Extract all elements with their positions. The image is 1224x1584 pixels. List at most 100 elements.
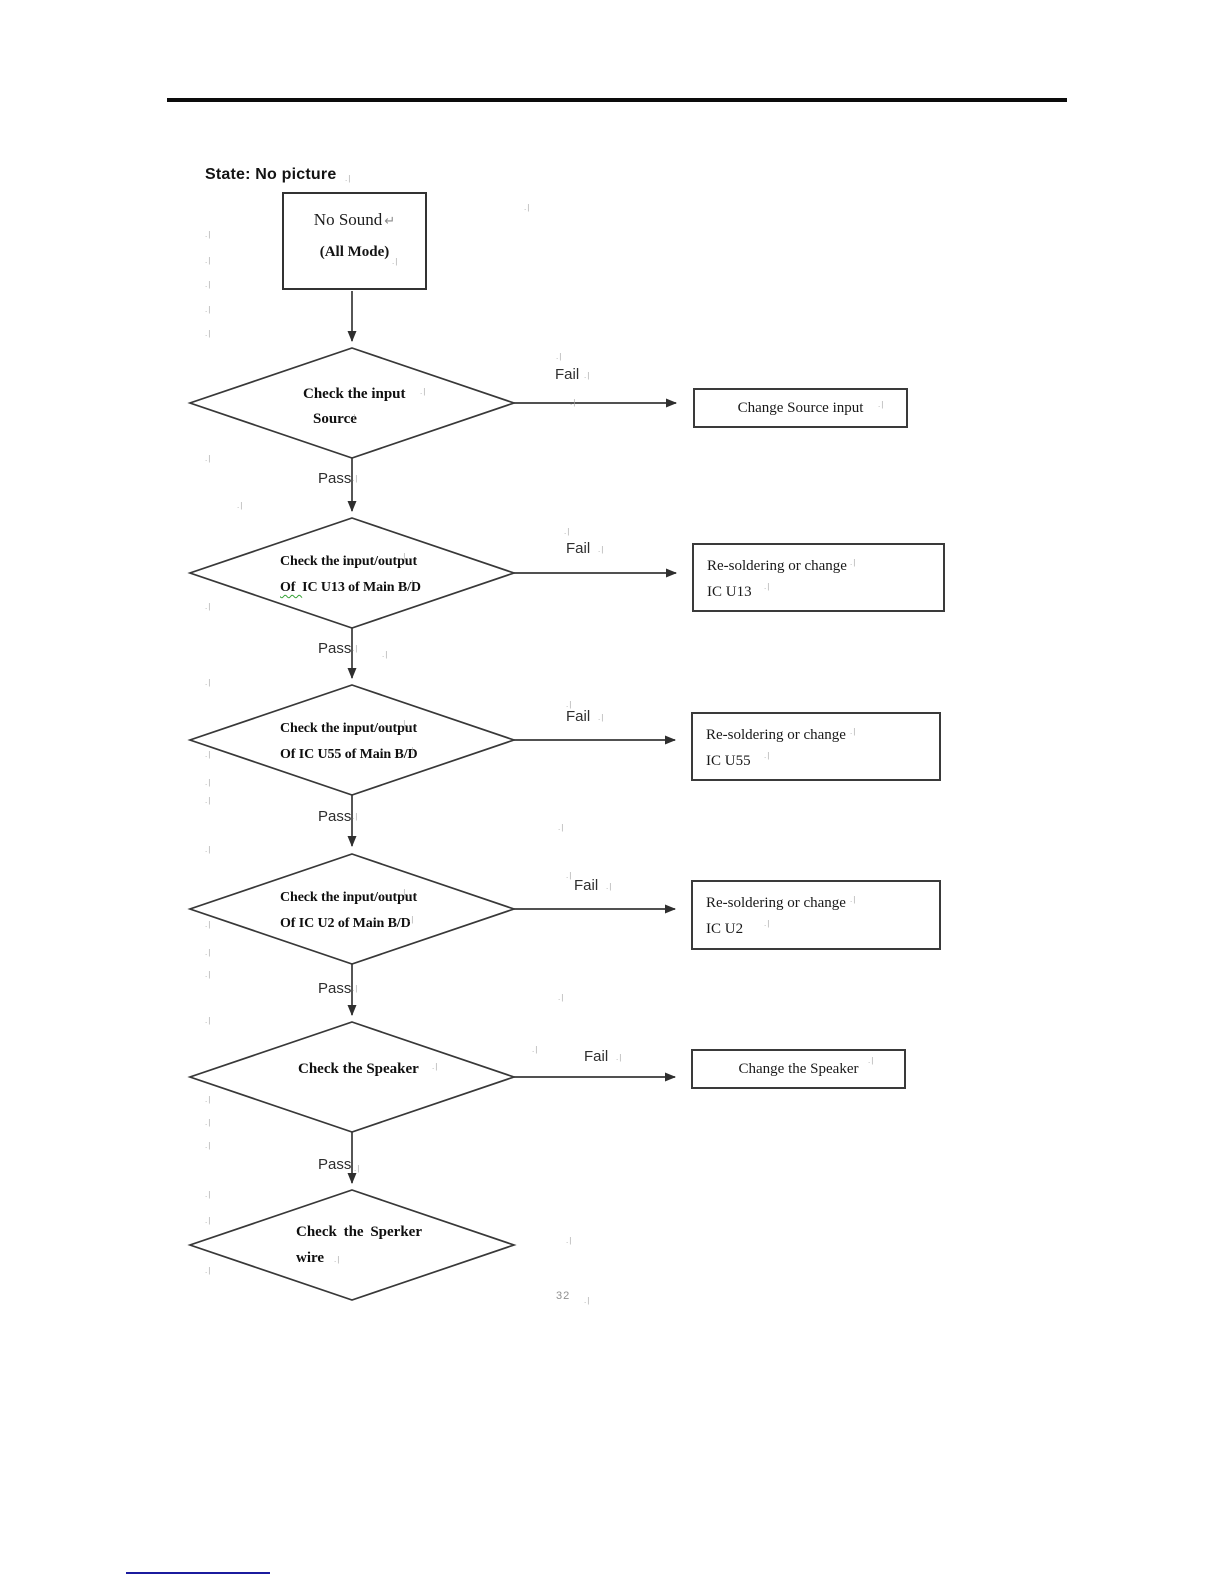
formatting-mark: .|: [764, 582, 771, 591]
formatting-mark: .|: [556, 352, 563, 361]
formatting-mark: .|: [570, 398, 577, 407]
line-break-mark: ↵: [384, 213, 396, 228]
formatting-mark: .|: [566, 1236, 573, 1245]
pass-label-3: Pass: [318, 808, 352, 825]
formatting-mark: .|: [584, 371, 591, 380]
fail-label-2: Fail: [566, 540, 591, 557]
decision-diamond-4: [187, 853, 517, 965]
formatting-mark: .|: [352, 644, 359, 653]
start-node-text: No Sound: [313, 210, 383, 229]
formatting-mark: .|: [400, 719, 407, 728]
formatting-mark: .|: [850, 727, 857, 736]
diamond-2-line2: Of IC U13 of Main B/D: [280, 575, 421, 601]
formatting-mark: .|: [382, 650, 389, 659]
start-node-line1: No Sound↵: [284, 210, 425, 230]
formatting-mark: .|: [524, 203, 531, 212]
action-4-line2: IC U2: [706, 921, 744, 937]
decision-diamond-2: [187, 517, 517, 629]
formatting-mark: .|: [616, 1053, 623, 1062]
formatting-mark: .|: [237, 501, 244, 510]
diamond-label-3: Check the input/output Of IC U55 of Main…: [280, 716, 418, 768]
formatting-mark: .|: [205, 750, 212, 759]
diamond-6-line2: wire: [296, 1250, 325, 1266]
formatting-mark: .|: [764, 919, 771, 928]
formatting-mark: .|: [408, 746, 415, 755]
formatting-mark: .|: [205, 778, 212, 787]
diamond-label-2: Check the input/output Of IC U13 of Main…: [280, 549, 421, 601]
formatting-mark: .|: [432, 1062, 439, 1071]
formatting-mark: .|: [205, 1190, 212, 1199]
formatting-mark: .|: [205, 1118, 212, 1127]
formatting-mark: .|: [350, 413, 357, 422]
header-rule: [167, 98, 1067, 102]
action-box-2: Re-soldering or change IC U13: [692, 543, 945, 612]
pass-label-2: Pass: [318, 640, 352, 657]
formatting-mark: .|: [205, 256, 212, 265]
formatting-mark: .|: [408, 579, 415, 588]
action-box-5: Change the Speaker: [691, 1049, 906, 1089]
fail-label-3: Fail: [566, 708, 591, 725]
action-2-line2: IC U13: [707, 584, 752, 600]
formatting-mark: .|: [205, 230, 212, 239]
formatting-mark: .|: [606, 882, 613, 891]
formatting-mark: .|: [352, 812, 359, 821]
action-2-line1: Re-soldering or change: [707, 558, 847, 574]
formatting-mark: .|: [354, 1164, 361, 1173]
decision-diamond-3: [187, 684, 517, 796]
formatting-mark: .|: [205, 329, 212, 338]
formatting-mark: .|: [205, 678, 212, 687]
start-node-line2: (All Mode): [319, 244, 390, 260]
formatting-mark: .|: [764, 751, 771, 760]
pass-label-5: Pass: [318, 1156, 352, 1173]
action-1-text: Change Source input: [737, 399, 864, 416]
footer-rule: [126, 1572, 270, 1574]
formatting-mark: .|: [566, 871, 573, 880]
formatting-mark: .|: [558, 823, 565, 832]
diamond-3-line2: Of IC U55 of Main B/D: [280, 747, 418, 762]
formatting-mark: .|: [392, 257, 399, 266]
formatting-mark: .|: [850, 895, 857, 904]
diamond-1-line1: Check the input: [303, 386, 406, 402]
formatting-mark: .|: [205, 1216, 212, 1225]
diamond-6-line1: Check the Sperker: [296, 1224, 422, 1240]
formatting-mark: .|: [532, 1045, 539, 1054]
start-node: No Sound↵ (All Mode): [282, 192, 427, 290]
pass-label-4: Pass: [318, 980, 352, 997]
page-number: 32: [556, 1290, 571, 1302]
action-4-line1: Re-soldering or change: [706, 895, 846, 911]
formatting-mark: .|: [598, 713, 605, 722]
action-box-1: Change Source input: [693, 388, 908, 428]
formatting-mark: .|: [564, 527, 571, 536]
formatting-mark: .|: [205, 970, 212, 979]
diamond-4-line2: Of IC U2 of Main B/D: [280, 916, 411, 931]
action-box-4: Re-soldering or change IC U2: [691, 880, 941, 950]
action-box-3: Re-soldering or change IC U55: [691, 712, 941, 781]
formatting-mark: .|: [352, 984, 359, 993]
formatting-mark: .|: [420, 387, 427, 396]
diamond-3-line1: Check the input/output: [280, 721, 418, 736]
fail-label-4: Fail: [574, 877, 599, 894]
formatting-mark: .|: [400, 888, 407, 897]
action-5-text: Change the Speaker: [738, 1060, 859, 1077]
diamond-label-1: Check the input Source: [303, 382, 406, 432]
pass-label-1: Pass: [318, 470, 352, 487]
action-3-line1: Re-soldering or change: [706, 727, 846, 743]
formatting-mark: .|: [868, 1056, 875, 1065]
misspelled-word: Of: [280, 580, 303, 595]
formatting-mark: .|: [205, 454, 212, 463]
formatting-mark: .|: [400, 552, 407, 561]
diamond-label-4: Check the input/output Of IC U2 of Main …: [280, 885, 417, 937]
fail-label-1: Fail: [555, 366, 580, 383]
formatting-mark: .|: [566, 700, 573, 709]
fail-label-5: Fail: [584, 1048, 609, 1065]
formatting-mark: .|: [850, 558, 857, 567]
diamond-label-5: Check the Speaker: [298, 1057, 419, 1082]
formatting-mark: .|: [205, 845, 212, 854]
formatting-mark: .|: [345, 174, 352, 183]
diamond-label-6: Check the Sperker wire: [296, 1219, 422, 1271]
formatting-mark: .|: [205, 1016, 212, 1025]
formatting-mark: .|: [205, 602, 212, 611]
formatting-mark: .|: [205, 948, 212, 957]
formatting-mark: .|: [558, 993, 565, 1002]
